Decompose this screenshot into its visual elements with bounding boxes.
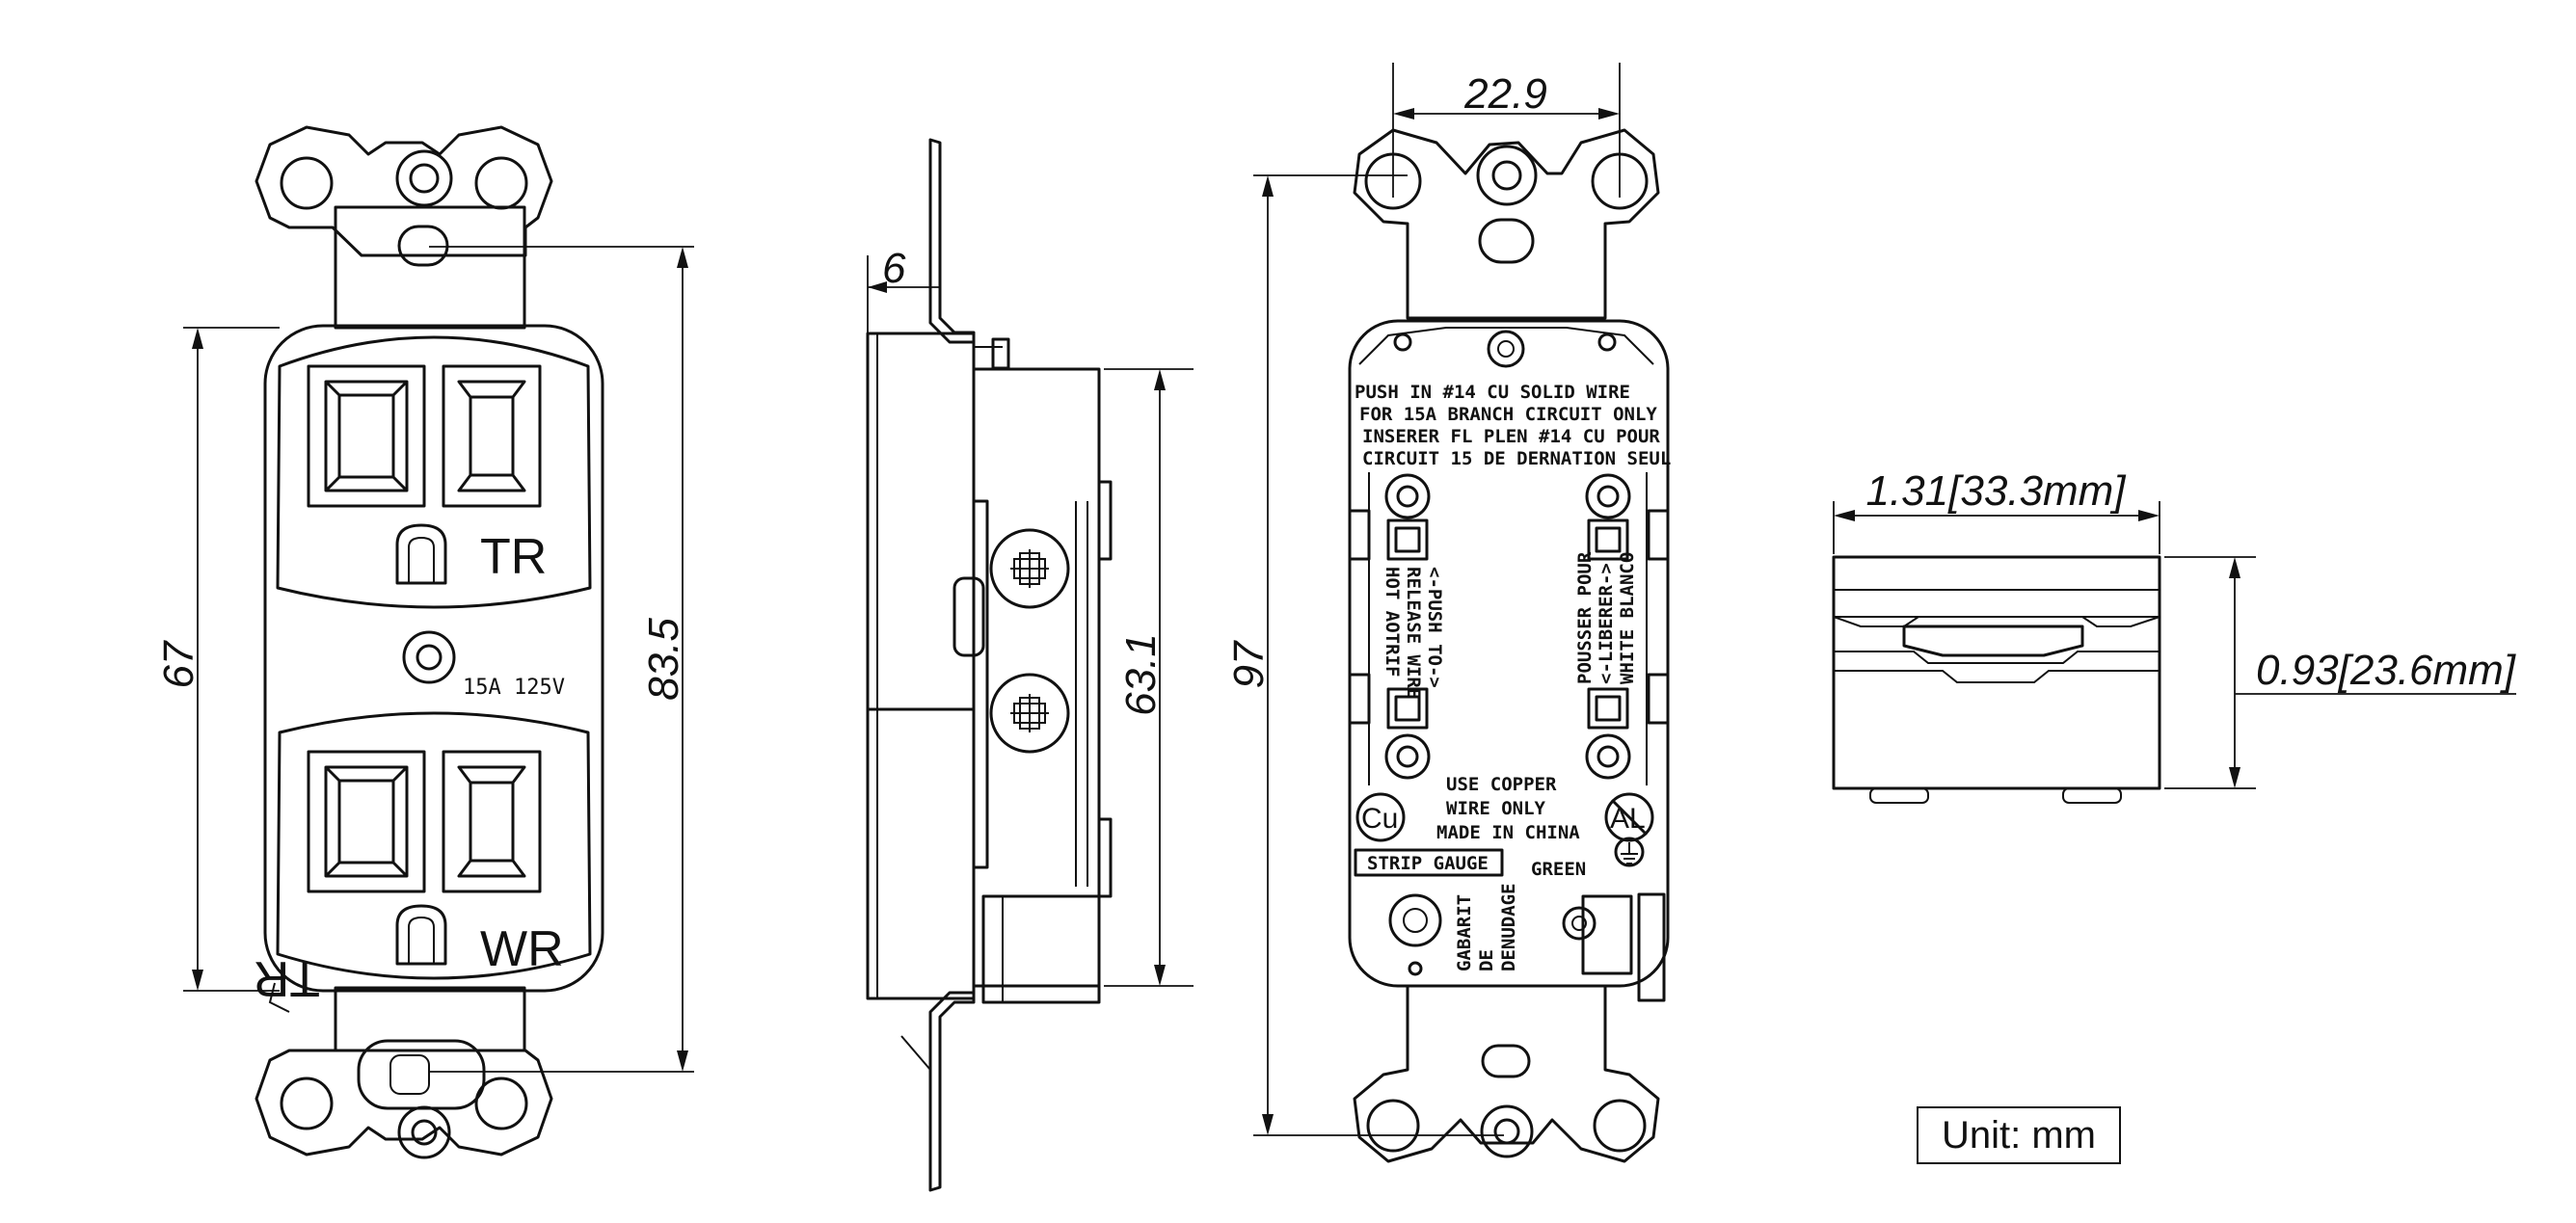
- left-vertical-line-3: HOT AOTRIF: [1382, 567, 1403, 677]
- left-vertical-line-2: RELEASE WIRE: [1403, 567, 1424, 699]
- right-vertical-line-3: WHITE BLANCO: [1617, 552, 1638, 684]
- dim-side-offset: 6: [882, 245, 906, 292]
- left-vertical-line-1: <-PUSH TO->: [1424, 567, 1445, 688]
- top-view: 1.31[33.3mm] 0.93[23.6mm]: [1832, 467, 2517, 804]
- back-text-line-1: PUSH IN #14 CU SOLID WIRE: [1355, 382, 1630, 403]
- green-label: GREEN: [1531, 859, 1586, 880]
- made-in-china-text: MADE IN CHINA: [1436, 822, 1580, 843]
- dim-side-body-height: 63.1: [1117, 633, 1165, 716]
- unit-label: Unit: mm: [1917, 1106, 2121, 1164]
- wr-label: WR: [480, 921, 564, 977]
- wire-only-text: WIRE ONLY: [1446, 798, 1546, 819]
- right-vertical-line-2: <-LIBERER->: [1596, 563, 1617, 684]
- tr-upper-label: TR: [480, 529, 547, 585]
- dim-top-width: 1.31[33.3mm]: [1865, 467, 2127, 515]
- dim-front-total-height: 83.5: [640, 618, 687, 701]
- dim-back-total-height: 97: [1225, 640, 1273, 688]
- front-view: TR 15A 125V TR WR: [155, 125, 694, 1159]
- back-text-line-2: FOR 15A BRANCH CIRCUIT ONLY: [1359, 404, 1657, 425]
- dim-top-height: 0.93[23.6mm]: [2256, 647, 2517, 694]
- rating-label: 15A 125V: [463, 676, 565, 700]
- dim-back-width: 22.9: [1463, 70, 1547, 118]
- side-view: 6 63.1: [866, 138, 1194, 1192]
- cu-symbol: Cu: [1361, 803, 1398, 835]
- back-view: PUSH IN #14 CU SOLID WIRE FOR 15A BRANCH…: [1225, 63, 1671, 1163]
- right-vertical-line-1: POUSSER POUR: [1574, 551, 1596, 684]
- use-copper-text: USE COPPER: [1446, 774, 1557, 795]
- back-text-line-3: INSERER FL PLEN #14 CU POUR: [1362, 426, 1660, 447]
- gabarit-line-1: GABARIT: [1454, 894, 1475, 971]
- back-text-line-4: CIRCUIT 15 DE DERNATION SEUL: [1362, 448, 1671, 469]
- gabarit-line-3: DENUDAGE: [1498, 883, 1519, 971]
- gabarit-line-2: DE: [1476, 949, 1497, 971]
- dim-front-inner-height: 67: [155, 640, 202, 688]
- tr-lower-label: TR: [254, 950, 320, 1006]
- strip-gauge-label: STRIP GAUGE: [1367, 853, 1489, 874]
